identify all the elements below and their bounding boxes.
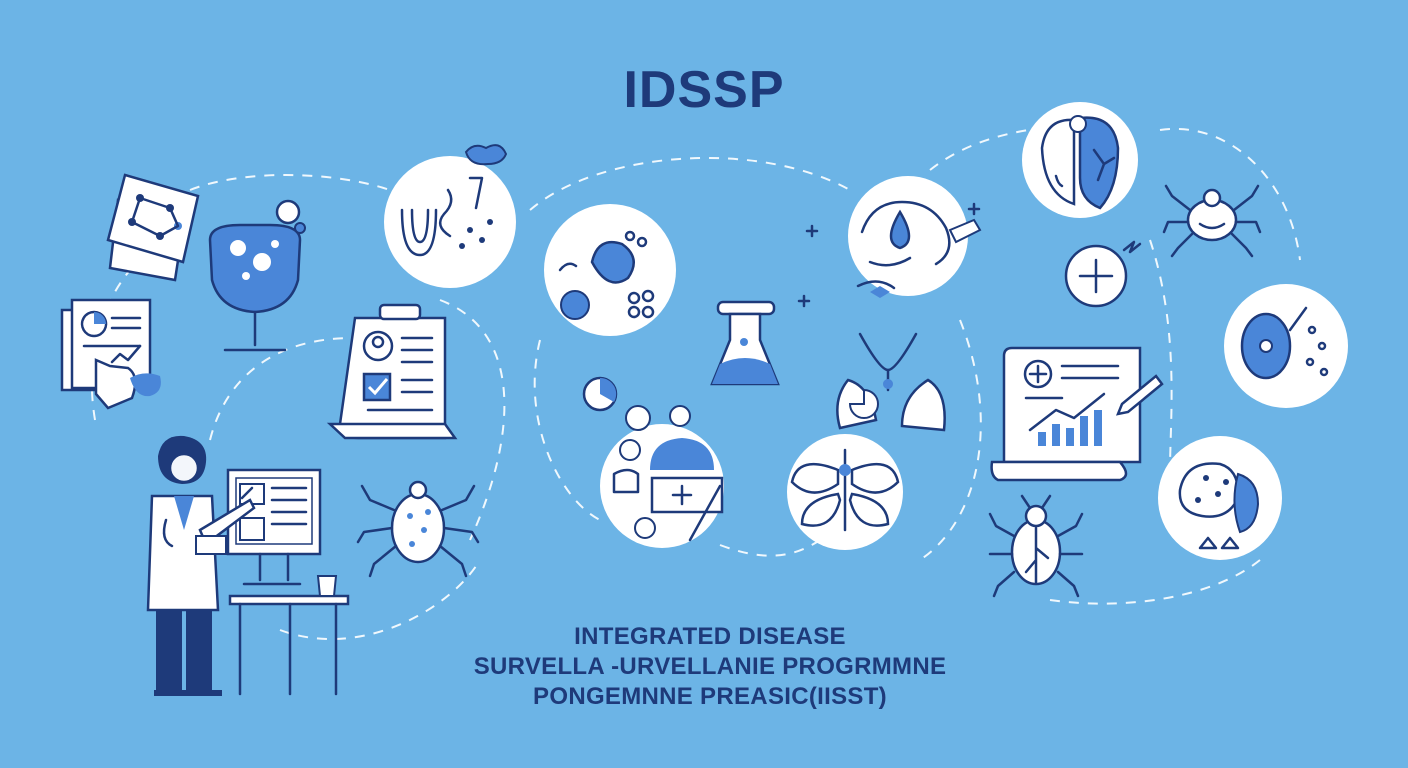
microscope-slide-glass-icon xyxy=(208,199,306,352)
report-touch-icon xyxy=(60,298,161,410)
beetle-icon xyxy=(988,494,1084,598)
lungs-icon xyxy=(836,332,946,432)
bacteria-circle-icon xyxy=(384,144,516,288)
lab-flask-icon xyxy=(710,300,780,386)
doctor-at-computer-icon xyxy=(146,435,350,696)
patient-clipboard-icon xyxy=(326,303,458,440)
health-chart-document-icon xyxy=(990,346,1164,482)
tick-bug-icon xyxy=(356,480,480,578)
liver-circle-icon xyxy=(1022,102,1138,218)
cells-circle-icon xyxy=(544,204,676,336)
first-aid-cross-icon xyxy=(1064,240,1142,308)
program-caption: INTEGRATED DISEASE SURVELLA -URVELLANIE … xyxy=(440,622,980,712)
caption-line-3: PONGEMNNE PREASIC(IISST) xyxy=(533,683,887,710)
caption-line-2: SURVELLA -URVELLANIE PROGRMMNE xyxy=(473,653,947,680)
caption-line-1: INTEGRATED DISEASE xyxy=(574,623,846,650)
cell-sample-circle-icon xyxy=(1224,284,1348,408)
pathogen-organ-circle-icon xyxy=(1158,436,1282,560)
network-documents-icon xyxy=(106,173,200,282)
leaf-circle-icon xyxy=(787,434,903,550)
spider-mite-icon xyxy=(1162,184,1262,258)
page-title: IDSSP xyxy=(623,61,785,119)
virus-droplet-circle-icon xyxy=(797,176,982,308)
medical-kit-circle-icon xyxy=(582,376,724,548)
